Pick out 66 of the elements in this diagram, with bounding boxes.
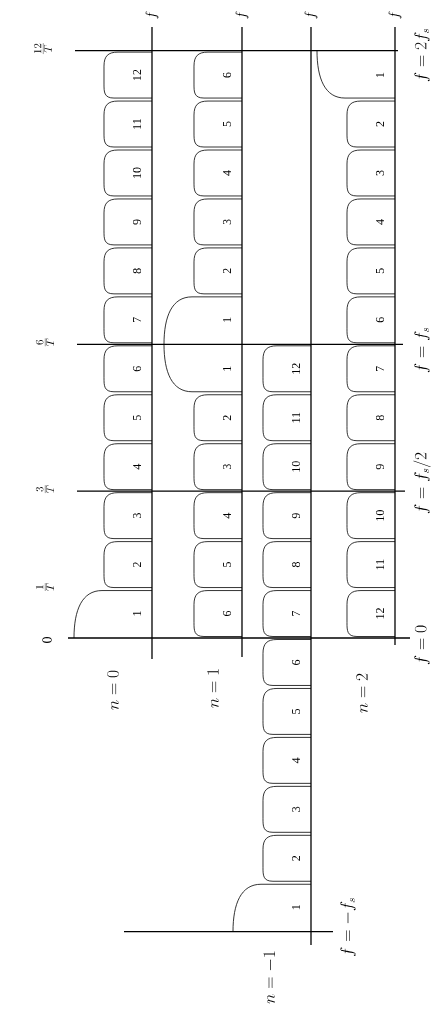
- spectrum-lobe: 2: [193, 394, 243, 442]
- spectrum-lobe: 12: [346, 590, 396, 637]
- spectrum-lobe: 1: [232, 883, 312, 933]
- frequency-label: $f = 2f_s$: [414, 29, 430, 82]
- tick-label: 0: [42, 637, 52, 643]
- spectrum-lobe: 5: [193, 541, 243, 588]
- spectrum-lobe: 5: [193, 100, 243, 148]
- spectrum-lobe: 6: [193, 51, 243, 99]
- tick-label: $\frac{1}{T}$: [35, 583, 54, 591]
- row-label: $n = 1$: [207, 669, 219, 708]
- tick-label: $\frac{3}{T}$: [35, 485, 54, 494]
- spectrum-lobe: 12: [262, 345, 312, 393]
- spectrum-lobe: 3: [193, 198, 243, 246]
- spectrum-lobe: 6: [193, 590, 243, 637]
- spectrum-lobe: 2: [103, 541, 153, 588]
- spectrum-lobe: 8: [103, 247, 153, 295]
- spectrum-lobe: 10: [262, 443, 312, 491]
- frequency-label: $f = 0$: [414, 625, 430, 665]
- spectrum-lobe: 6: [103, 345, 153, 393]
- spectrum-lobe: 1: [163, 296, 243, 345]
- spectrum-lobe: 11: [262, 394, 312, 442]
- axis-label: $f$: [235, 11, 249, 19]
- spectrum-lobe: 9: [103, 198, 153, 246]
- spectrum-lobe: 8: [346, 394, 396, 442]
- spectrum-lobe: 7: [346, 345, 396, 393]
- spectrum-lobe: 1: [163, 343, 243, 393]
- tick-label: $\frac{12}{T}$: [33, 43, 52, 55]
- spectrum-lobe: 4: [193, 492, 243, 539]
- spectrum-lobe: 1: [73, 590, 153, 639]
- spectrum-lobe: 7: [103, 296, 153, 344]
- axis-label: $f$: [388, 11, 402, 19]
- frequency-label: $f = -f_s$: [340, 898, 356, 956]
- spectrum-lobe: 3: [103, 492, 153, 539]
- spectrum-lobe: 6: [262, 639, 312, 686]
- row-label: $n = -1$: [263, 951, 275, 1004]
- spectrum-lobe: 4: [103, 443, 153, 491]
- spectrum-lobe: 2: [262, 834, 312, 882]
- spectrum-lobe: 6: [346, 296, 396, 344]
- spectrum-lobe: 3: [193, 443, 243, 491]
- spectrum-lobe: 4: [346, 198, 396, 246]
- spectrum-lobe: 9: [262, 492, 312, 539]
- row-label: $n = 0$: [107, 670, 119, 710]
- spectrum-lobe: 3: [262, 785, 312, 833]
- spectrum-lobe: 12: [103, 51, 153, 99]
- spectrum-lobe: 3: [346, 149, 396, 197]
- frequency-label: $f = f_s$: [414, 327, 430, 373]
- spectrum-lobe: 1: [316, 50, 396, 99]
- tick-label: $\frac{6}{T}$: [35, 338, 54, 347]
- spectrum-lobe: 10: [346, 492, 396, 539]
- spectrum-lobe: 4: [262, 737, 312, 784]
- spectrum-lobe: 5: [103, 394, 153, 442]
- spectrum-lobe: 11: [346, 541, 396, 588]
- spectrum-lobe: 5: [262, 688, 312, 735]
- spectrum-lobe: 5: [346, 247, 396, 295]
- spectrum-lobe: 2: [193, 247, 243, 295]
- frequency-label: $f = f_s / 2$: [413, 452, 431, 514]
- spectrum-lobe: 8: [262, 541, 312, 588]
- spectrum-lobe: 9: [346, 443, 396, 491]
- spectrum-lobe: 10: [103, 149, 153, 197]
- axis-label: $f$: [145, 11, 159, 19]
- axis-label: $f$: [304, 11, 318, 19]
- spectrum-lobe: 2: [346, 100, 396, 148]
- row-label: $n = 2$: [356, 673, 368, 713]
- spectrum-lobe: 7: [262, 590, 312, 637]
- spectrum-lobe: 11: [103, 100, 153, 148]
- spectrum-lobe: 4: [193, 149, 243, 197]
